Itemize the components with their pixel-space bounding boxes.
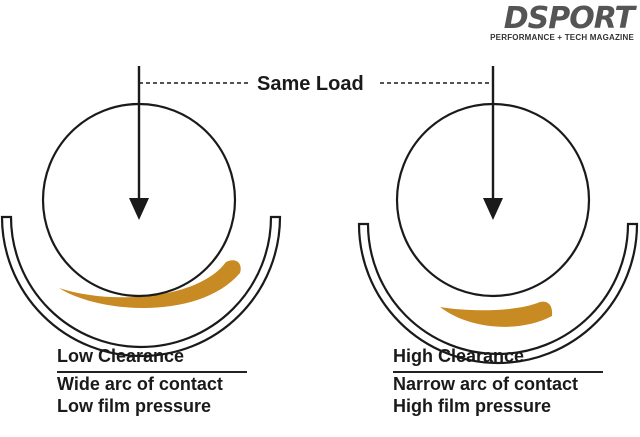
low-clearance-bearing bbox=[0, 66, 282, 358]
oil-film-right bbox=[440, 301, 553, 327]
low-clearance-title: Low Clearance bbox=[57, 346, 185, 366]
same-load-label: Same Load bbox=[254, 73, 367, 96]
low-clearance-arc-text: Wide arc of contact bbox=[57, 374, 223, 394]
brand-logo: DSPORT bbox=[503, 1, 635, 36]
high-clearance-arc-text: Narrow arc of contact bbox=[393, 374, 579, 394]
high-clearance-bearing bbox=[357, 66, 639, 365]
bearing-shell-left bbox=[0, 215, 282, 358]
bearing-shell-right bbox=[357, 222, 639, 365]
oil-film-left bbox=[59, 260, 241, 308]
high-clearance-pressure-text: High film pressure bbox=[393, 396, 552, 416]
caption-divider-left bbox=[57, 371, 247, 373]
load-arrow-head-left bbox=[129, 198, 149, 220]
low-clearance-pressure-text: Low film pressure bbox=[57, 396, 212, 416]
load-arrow-head-right bbox=[483, 198, 503, 220]
caption-divider-right bbox=[393, 371, 603, 373]
brand-block: DSPORT PERFORMANCE + TECH MAGAZINE bbox=[490, 1, 635, 43]
brand-tagline: PERFORMANCE + TECH MAGAZINE bbox=[490, 33, 634, 42]
high-clearance-title: High Clearance bbox=[393, 346, 525, 366]
